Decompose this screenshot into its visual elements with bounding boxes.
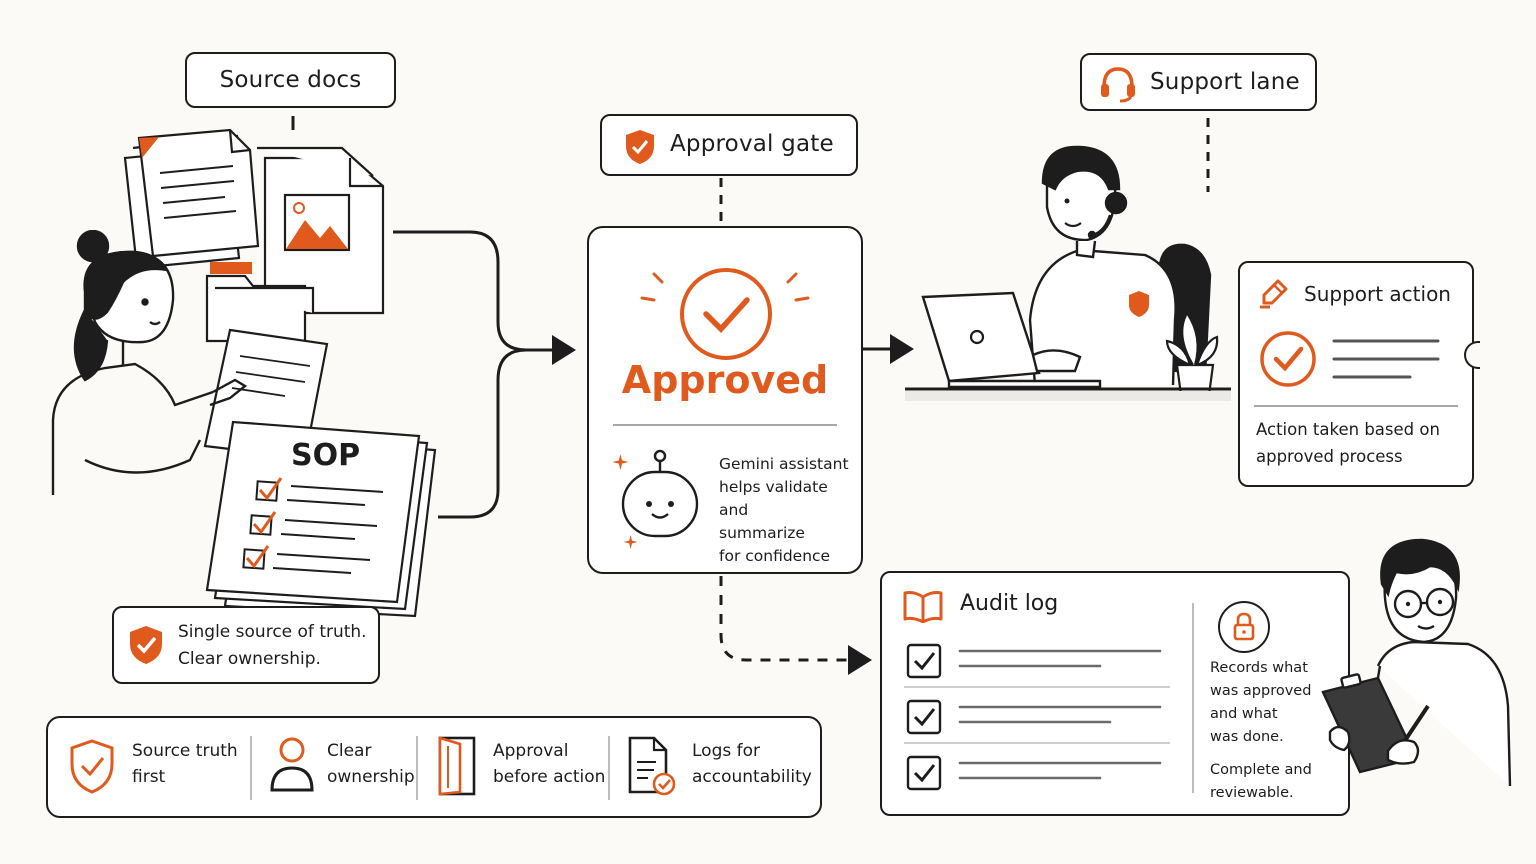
source-note-line1: Single source of truth. (178, 622, 367, 642)
legend-4-line-2: accountability (692, 767, 812, 787)
assistant-line-4: for confidence (719, 547, 831, 565)
legend-1-line-2: first (132, 767, 166, 787)
legend-divider (250, 736, 252, 800)
support-action-check-icon (1260, 331, 1440, 387)
legend-1-line-1: Source truth (132, 741, 238, 761)
door-icon (438, 736, 476, 796)
woman-reviewing-illustration (51, 230, 248, 495)
approval-gate-label-box: Approval gate (600, 114, 858, 176)
legend-bar: Source truth first Clear ownership Appro… (46, 716, 822, 818)
edit-icon (1260, 279, 1288, 309)
source-docs-label: Source docs (219, 67, 362, 93)
legend-divider (416, 736, 418, 800)
audit-note-line-4: was done. (1210, 729, 1284, 745)
audit-log-card: Audit log Records what was approved and … (880, 571, 1350, 816)
support-lane-label-box: Support lane (1080, 53, 1317, 111)
audit-log-divider (1192, 603, 1194, 793)
support-action-divider (1254, 405, 1458, 407)
support-action-desc-2: approved process (1256, 447, 1403, 466)
support-action-title: Support action (1304, 282, 1451, 306)
legend-2-line-2: ownership (327, 767, 415, 787)
robot-assistant-icon (612, 449, 699, 549)
approved-check-icon (640, 268, 810, 360)
audit-log-entries (904, 643, 1170, 791)
audit-note2-line-1: Complete and (1210, 762, 1312, 778)
support-agent-illustration (905, 145, 1231, 401)
book-icon (903, 591, 943, 623)
legend-divider (608, 736, 610, 800)
shield-check-icon (70, 739, 114, 794)
document-check-icon (628, 736, 676, 796)
assistant-line-1: Gemini assistant (719, 455, 849, 473)
approval-gate-label: Approval gate (670, 131, 834, 157)
auditor-illustration (1321, 538, 1512, 787)
approved-status: Approved (621, 358, 829, 402)
assistant-line-2: helps validate and (719, 478, 828, 519)
audit-note-line-2: was approved (1210, 683, 1312, 699)
support-lane-label: Support lane (1150, 69, 1300, 95)
audit-note-line-1: Records what (1210, 660, 1308, 676)
audit-note2-line-2: reviewable. (1210, 785, 1294, 801)
document-stack-illustration: SOP (123, 128, 437, 618)
source-docs-label-box: Source docs (185, 52, 396, 108)
legend-2-line-1: Clear (327, 741, 372, 761)
headset-icon (1101, 67, 1135, 103)
shield-check-icon (626, 130, 654, 164)
shield-check-icon (130, 626, 162, 664)
approval-card: Approved Gemini assistant helps validate… (587, 226, 863, 574)
source-note-line2: Clear ownership. (178, 649, 321, 669)
person-icon (270, 737, 314, 792)
legend-4-line-1: Logs for (692, 741, 760, 761)
ticket-notch (1464, 341, 1480, 369)
sop-title: SOP (291, 438, 360, 473)
legend-3-line-1: Approval (493, 741, 569, 761)
assistant-line-3: summarize (719, 524, 805, 542)
lock-icon (1218, 601, 1270, 653)
source-note-box: Single source of truth. Clear ownership. (112, 606, 380, 684)
audit-log-title: Audit log (960, 591, 1059, 616)
legend-3-line-2: before action (493, 767, 606, 787)
support-action-desc-1: Action taken based on (1256, 420, 1440, 439)
audit-note-line-3: and what (1210, 706, 1278, 722)
approval-divider (613, 424, 837, 426)
support-action-card: Support action Action taken based on app… (1238, 261, 1480, 487)
